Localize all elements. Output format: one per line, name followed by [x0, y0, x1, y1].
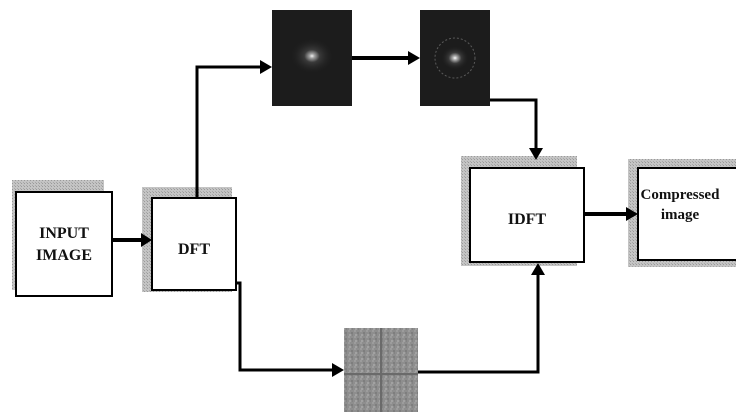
input-label-line2: IMAGE [36, 247, 92, 264]
input-image-box [15, 191, 113, 297]
dft-label: DFT [178, 241, 210, 258]
compressed-image-box [637, 167, 736, 261]
filtered-spectrum-thumbnail [420, 10, 490, 106]
input-label-line1: INPUT [39, 225, 89, 242]
idft-box [469, 167, 585, 263]
phase-thumbnail [344, 328, 418, 412]
spectrum-thumbnail [272, 10, 352, 106]
output-label-line2: image [661, 207, 700, 223]
idft-label: IDFT [508, 211, 547, 228]
arrowheads [141, 51, 638, 377]
connectors [112, 56, 628, 374]
dft-box [151, 197, 237, 291]
output-label-line1: Compressed [641, 187, 721, 203]
